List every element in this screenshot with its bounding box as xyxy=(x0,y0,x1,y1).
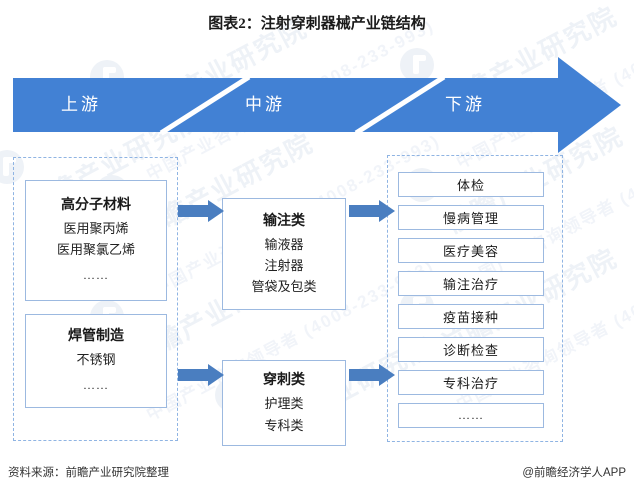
downstream-item-ellipsis[interactable]: …… xyxy=(398,403,544,428)
page-title: 图表2：注射穿刺器械产业链结构 xyxy=(208,16,426,32)
midstream-box-infusion[interactable]: 输注类 输液器 注射器 管袋及包类 xyxy=(222,198,346,310)
box-item-ellipsis: …… xyxy=(83,378,109,393)
source-note: 资料来源：前瞻产业研究院整理 xyxy=(8,467,169,479)
banner-segment-upstream: 上游 xyxy=(61,95,101,114)
box-title: 穿刺类 xyxy=(263,373,305,389)
downstream-item-medical-checkup[interactable]: 体检 xyxy=(398,172,544,197)
connector-arrow-upstream-to-puncture xyxy=(178,364,224,391)
downstream-group xyxy=(387,155,563,442)
box-title: 高分子材料 xyxy=(61,198,131,214)
box-title: 焊管制造 xyxy=(68,329,124,345)
downstream-item-medical-cosmetology[interactable]: 医疗美容 xyxy=(398,238,544,263)
upstream-box-polymer[interactable]: 高分子材料 医用聚丙烯 医用聚氯乙烯 …… xyxy=(25,180,167,301)
box-item: 医用聚丙烯 xyxy=(63,221,129,237)
box-item-ellipsis: …… xyxy=(83,268,109,283)
banner-segment-downstream: 下游 xyxy=(445,95,485,114)
midstream-box-puncture[interactable]: 穿刺类 护理类 专科类 xyxy=(222,360,346,446)
box-item: 专科类 xyxy=(264,417,304,433)
box-item: 注射器 xyxy=(264,257,304,273)
upstream-box-welded-pipe[interactable]: 焊管制造 不锈钢 …… xyxy=(25,314,167,408)
downstream-item-specialist-treatment[interactable]: 专科治疗 xyxy=(398,370,544,395)
downstream-item-infusion-therapy[interactable]: 输注治疗 xyxy=(398,271,544,296)
box-item: 输液器 xyxy=(264,236,304,252)
credit-note: @前瞻经济学人APP xyxy=(522,467,626,479)
banner-arrow-shape xyxy=(13,57,621,153)
box-title: 输注类 xyxy=(263,213,305,229)
connector-arrow-infusion-to-downstream xyxy=(349,200,395,227)
connector-arrow-puncture-to-downstream xyxy=(349,364,395,391)
connector-arrow-upstream-to-infusion xyxy=(178,200,224,227)
box-item: 护理类 xyxy=(264,396,304,412)
box-item: 管袋及包类 xyxy=(251,279,317,295)
downstream-item-vaccination[interactable]: 疫苗接种 xyxy=(398,304,544,329)
upstream-group xyxy=(13,157,178,441)
downstream-item-chronic-disease-management[interactable]: 慢病管理 xyxy=(398,205,544,230)
value-chain-banner: 上游 中游 下游 xyxy=(13,57,621,153)
banner-segment-midstream: 中游 xyxy=(245,95,285,114)
downstream-item-diagnostic-examination[interactable]: 诊断检查 xyxy=(398,337,544,362)
box-item: 医用聚氯乙烯 xyxy=(56,242,135,258)
box-item: 不锈钢 xyxy=(76,352,116,368)
